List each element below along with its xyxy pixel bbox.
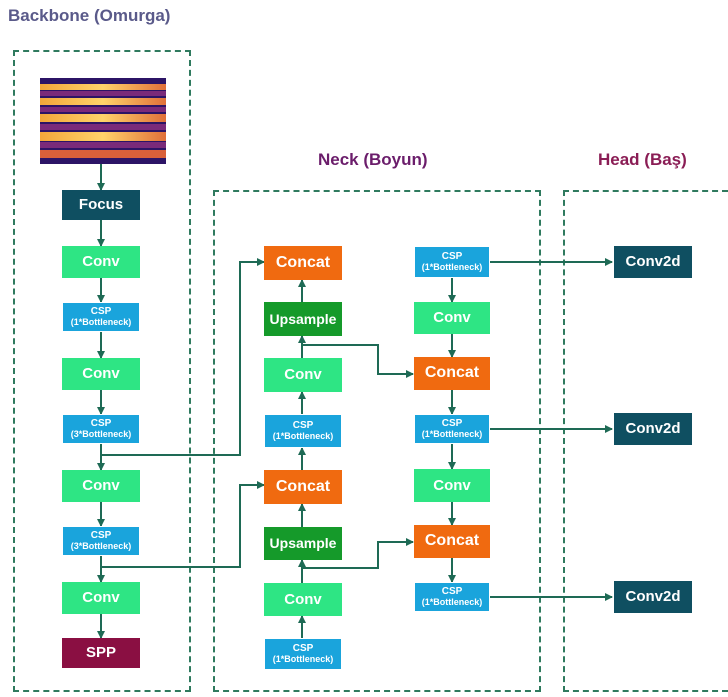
head-conv2d-block: Conv2d (614, 246, 692, 278)
backbone-conv-block: Conv (62, 582, 140, 614)
head-conv2d-block: Conv2d (614, 413, 692, 445)
spp-block: SPP (62, 638, 140, 668)
neck-right-csp-block: CSP(1*Bottleneck) (414, 246, 490, 278)
neck-right-concat-block: Concat (414, 525, 490, 558)
neck-concat-block: Concat (264, 246, 342, 280)
neck-right-csp-block: CSP(1*Bottleneck) (414, 414, 490, 444)
backbone-conv-block: Conv (62, 246, 140, 278)
backbone-csp-block: CSP(3*Bottleneck) (62, 526, 140, 556)
backbone-conv-block: Conv (62, 470, 140, 502)
neck-upsample-block: Upsample (264, 302, 342, 336)
neck-right-conv-block: Conv (414, 302, 490, 334)
backbone-conv-block: Conv (62, 358, 140, 390)
head-conv2d-block: Conv2d (614, 581, 692, 613)
neck-upsample-block: Upsample (264, 527, 342, 560)
backbone-csp-block: CSP(1*Bottleneck) (62, 302, 140, 332)
neck-csp-block: CSP(1*Bottleneck) (264, 638, 342, 670)
neck-conv-block: Conv (264, 358, 342, 392)
neck-right-csp-block: CSP(1*Bottleneck) (414, 582, 490, 612)
focus-block: Focus (62, 190, 140, 220)
neck-concat-block: Concat (264, 470, 342, 504)
neck-right-conv-block: Conv (414, 469, 490, 502)
neck-conv-block: Conv (264, 583, 342, 616)
neck-csp-block: CSP(1*Bottleneck) (264, 414, 342, 448)
backbone-csp-block: CSP(3*Bottleneck) (62, 414, 140, 444)
neck-right-concat-block: Concat (414, 357, 490, 390)
